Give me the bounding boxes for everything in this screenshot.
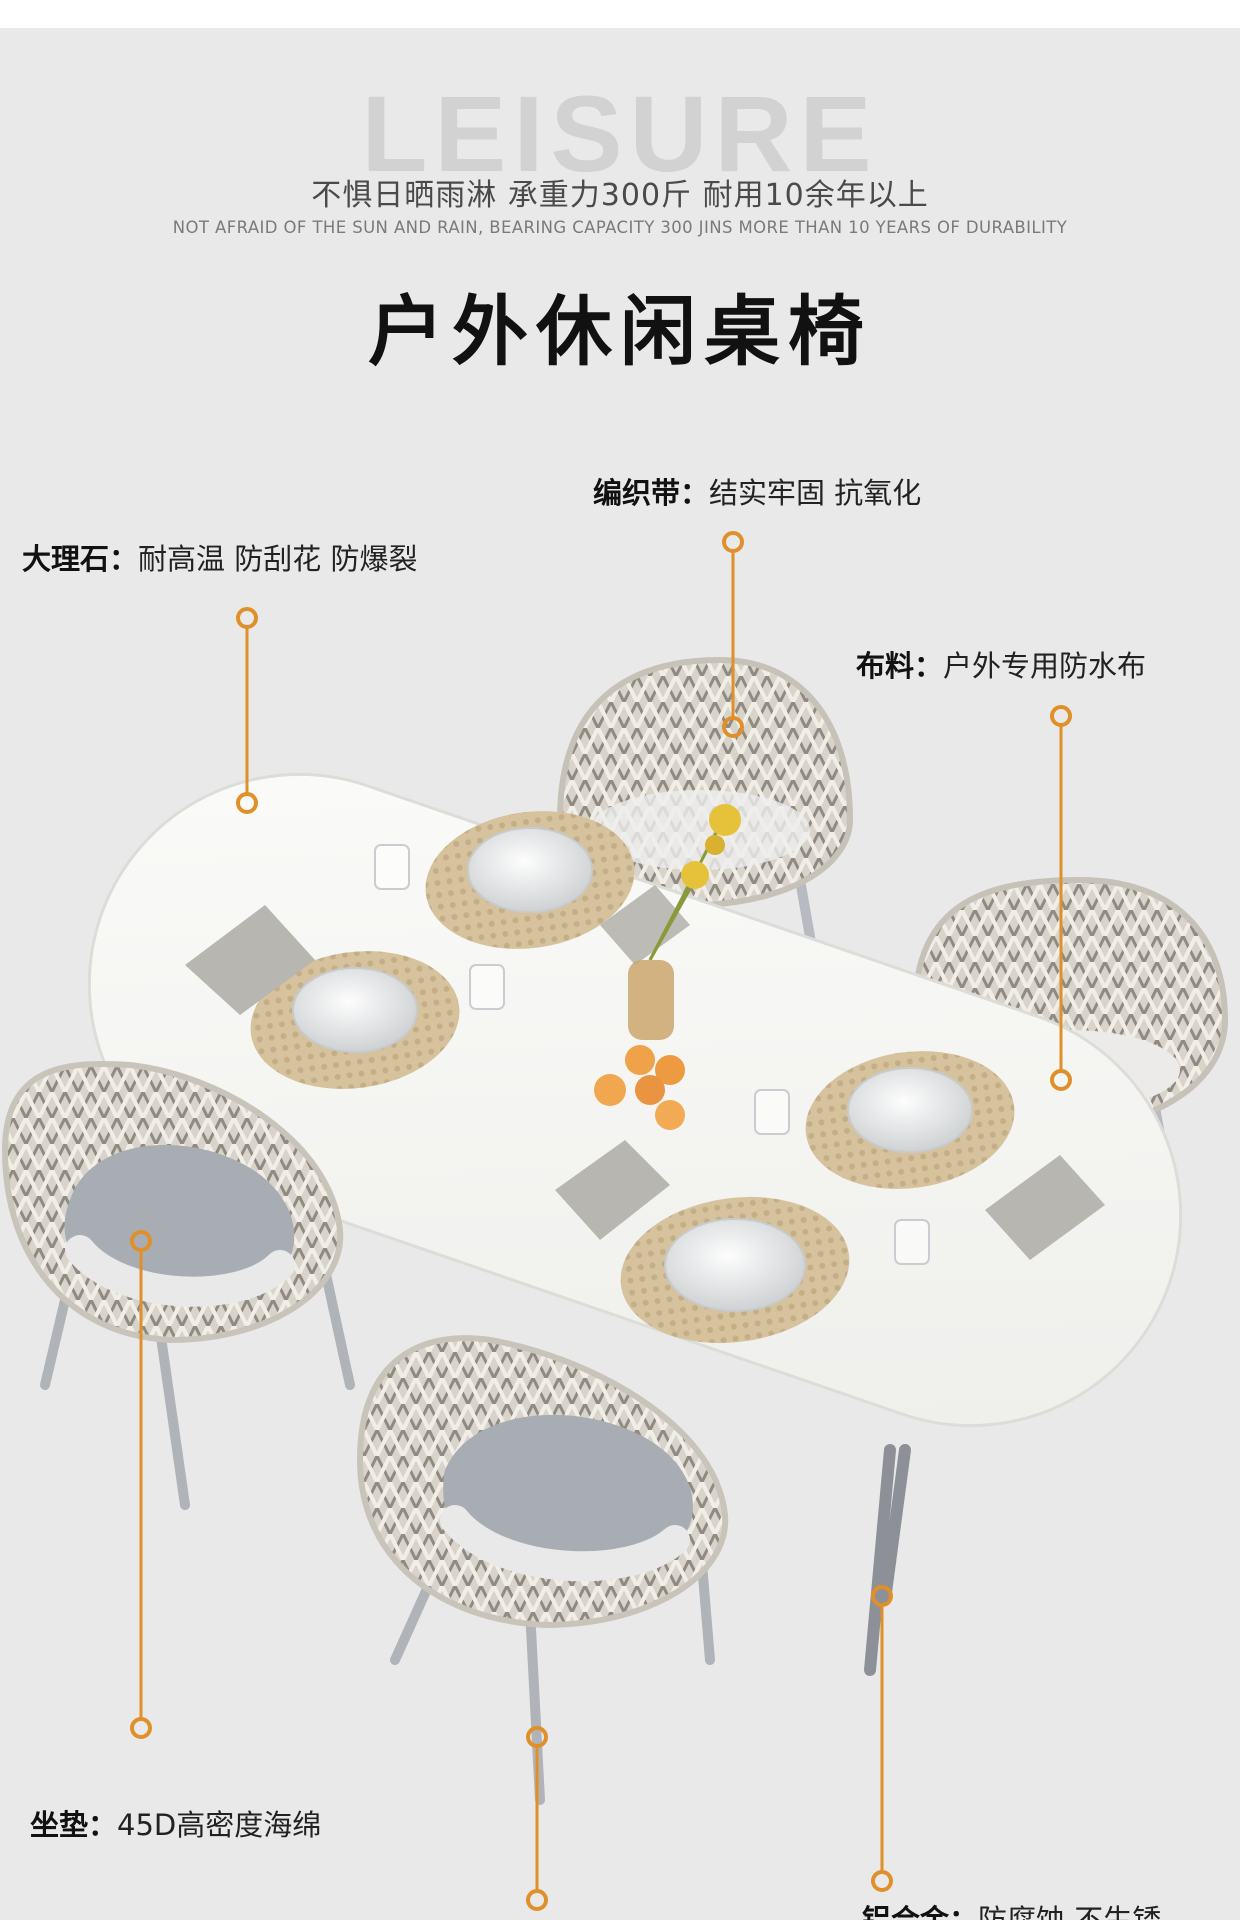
callout-fabric: 布料：户外专用防水布 <box>856 652 1146 681</box>
front-chair-left <box>1 1060 355 1510</box>
page-title: 户外休闲桌椅 <box>368 287 872 376</box>
subtitle-chinese: 不惧日晒雨淋 承重力300斤 耐用10余年以上 <box>311 178 929 213</box>
callout-fabric-text: 户外专用防水布 <box>943 649 1147 683</box>
subtitle-english: NOT AFRAID OF THE SUN AND RAIN, BEARING … <box>172 218 1068 237</box>
callout-cushion-label: 坐垫 <box>30 1808 89 1842</box>
callout-weave-label: 编织带 <box>593 476 681 510</box>
callout-markers <box>130 531 1072 1911</box>
marble-marker <box>236 607 258 814</box>
callout-weave-separator: ： <box>680 476 710 510</box>
cushion-marker <box>130 1230 152 1739</box>
centerpiece <box>594 804 741 1130</box>
callout-marble: 大理石：耐高温 防刮花 防爆裂 <box>22 545 417 574</box>
weave-marker <box>722 531 744 738</box>
brand-watermark: LEISURE <box>361 73 879 194</box>
callout-cushion-text: 45D高密度海绵 <box>117 1808 322 1842</box>
fabric-marker <box>1050 705 1072 1091</box>
place-settings <box>185 811 1105 1344</box>
callout-marble-label: 大理石 <box>22 542 110 576</box>
aluminum-marker <box>871 1585 893 1892</box>
callout-fabric-label: 布料 <box>856 649 915 683</box>
callout-weave: 编织带：结实牢固 抗氧化 <box>593 479 921 508</box>
callout-cushion-separator: ： <box>88 1808 118 1842</box>
callout-marble-text: 耐高温 防刮花 防爆裂 <box>138 542 418 576</box>
aluminum-marker-upper <box>526 1726 548 1911</box>
front-chair-center <box>356 1335 729 1805</box>
callout-marble-separator: ： <box>109 542 139 576</box>
callout-cushion: 坐垫：45D高密度海绵 <box>30 1811 321 1840</box>
callout-weave-text: 结实牢固 抗氧化 <box>709 476 922 510</box>
callout-fabric-separator: ： <box>914 649 944 683</box>
